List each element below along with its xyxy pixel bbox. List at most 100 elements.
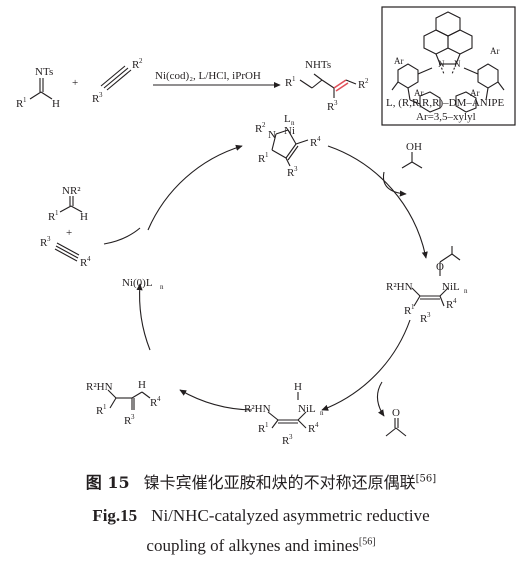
right-complex-o: O — [436, 261, 444, 273]
right-complex-r3-sup: 3 — [427, 311, 431, 319]
caption-chinese: 图 15 镍卡宾催化亚胺和炔的不对称还原偶联[56] — [0, 469, 522, 493]
left-alkyne-r3: R — [40, 237, 48, 249]
ligand-ar-1: Ar — [394, 56, 404, 66]
caption-en-ref: [56] — [358, 536, 376, 548]
bottom-complex-r2hn: R²HN — [244, 403, 271, 415]
right-complex-r1: R — [404, 305, 412, 317]
bottom-complex-structure — [267, 392, 307, 429]
product-r3-sup: 3 — [334, 99, 338, 107]
top-complex-l-sub: n — [291, 119, 295, 127]
ni0-catalyst-sub: n — [160, 283, 164, 291]
ligand-n-left: N — [438, 59, 445, 69]
bottom-complex-h: H — [294, 381, 302, 393]
cycle-product-r1-sup: 1 — [103, 403, 107, 411]
top-complex-ni: Ni — [284, 125, 295, 137]
left-alkyne-r4-sup: 4 — [87, 255, 91, 263]
bottom-complex-r3: R — [282, 435, 290, 447]
bottom-complex-r1: R — [258, 423, 266, 435]
alkyne-r2-sup: 2 — [139, 57, 143, 65]
left-imine-structure — [59, 196, 83, 213]
alkyne-r3-sup: 3 — [99, 91, 103, 99]
bottom-complex-r4: R — [308, 423, 316, 435]
product-r1-sup: 1 — [292, 75, 296, 83]
caption-cn-ref: [56] — [415, 473, 437, 485]
right-complex-nil: NiL — [442, 281, 460, 293]
top-complex-r1-sup: 1 — [265, 151, 269, 159]
bottom-complex-r4-sup: 4 — [315, 421, 319, 429]
ligand-ar-3: Ar — [414, 88, 424, 98]
alkyne-r2: R — [132, 59, 140, 71]
reaction-conditions: Ni(cod)₂, L/HCl, iPrOH — [155, 70, 261, 82]
ni0-catalyst: Ni(0)L — [122, 277, 153, 289]
caption-english-line1: Fig.15 Ni/NHC-catalyzed asymmetric reduct… — [0, 506, 522, 526]
right-complex-r4: R — [446, 299, 454, 311]
bottom-complex-r1-sup: 1 — [265, 421, 269, 429]
ligand-ar-def: Ar=3,5–xylyl — [416, 111, 476, 123]
product-r3: R — [327, 101, 335, 113]
left-imine-h: H — [80, 211, 88, 223]
alkyne-r3: R — [92, 93, 100, 105]
imine-substrate — [29, 78, 53, 100]
right-complex-r4-sup: 4 — [453, 297, 457, 305]
imine-h: H — [52, 98, 60, 110]
cycle-product-r2hn: R²HN — [86, 381, 113, 393]
top-complex-l: L — [284, 113, 291, 125]
product-nhts: NHTs — [305, 59, 331, 71]
left-alkyne-r3-sup: 3 — [47, 235, 51, 243]
right-complex-nil-sub: n — [464, 287, 468, 295]
cycle-product-r4-sup: 4 — [157, 395, 161, 403]
left-alkyne-structure — [54, 242, 80, 262]
ipa-oh: OH — [406, 141, 422, 153]
top-complex-r4: R — [310, 137, 318, 149]
imine-n: N — [35, 66, 43, 78]
left-imine-r1-sup: 1 — [55, 209, 59, 217]
ligand-ar-2: Ar — [490, 46, 500, 56]
bottom-complex-nil: NiL — [298, 403, 316, 415]
cycle-product-r3-sup: 3 — [131, 413, 135, 421]
top-complex-r4-sup: 4 — [317, 135, 321, 143]
left-imine-nr2: NR² — [62, 185, 81, 197]
product-r2-sup: 2 — [365, 77, 369, 85]
left-imine-r1: R — [48, 211, 56, 223]
ligand-n-right: N — [454, 59, 461, 69]
imine-r1-sup: 1 — [23, 96, 27, 104]
caption-en-line1: Ni/NHC-catalyzed asymmetric reductive — [151, 506, 430, 525]
imine-ts: Ts — [43, 66, 53, 78]
caption-en-label: Fig.15 — [92, 506, 138, 525]
top-complex-r3: R — [287, 167, 295, 179]
ligand-name: L, (R,R,R,R)–DM–ANIPE — [386, 97, 505, 109]
right-complex-structure — [411, 246, 461, 307]
right-complex-r1-sup: 1 — [411, 303, 415, 311]
caption-en-line2: coupling of alkynes and imines — [146, 536, 359, 555]
caption-cn-label: 图 15 — [85, 473, 130, 492]
left-alkyne-r4: R — [80, 257, 88, 269]
caption-cn-text: 镍卡宾催化亚胺和炔的不对称还原偶联 — [143, 473, 416, 492]
bottom-complex-r3-sup: 3 — [289, 433, 293, 441]
top-complex-r2-sup: 2 — [262, 121, 266, 129]
left-plus: + — [66, 227, 72, 239]
cycle-product-r4: R — [150, 397, 158, 409]
ipa-structure — [401, 152, 423, 169]
top-complex-r1: R — [258, 153, 266, 165]
reaction-plus: + — [72, 77, 78, 89]
cycle-product-structure — [107, 389, 151, 410]
right-complex-r3: R — [420, 313, 428, 325]
top-complex-structure — [271, 129, 309, 167]
cycle-product-h: H — [138, 379, 146, 391]
ligand-ar-4: Ar — [470, 88, 480, 98]
ligand-structure — [391, 11, 505, 113]
product-r1: R — [285, 77, 293, 89]
top-complex-r3-sup: 3 — [294, 165, 298, 173]
alkyne-substrate — [100, 65, 132, 91]
acetone-o: O — [392, 407, 400, 419]
acetone-structure — [385, 418, 407, 437]
product-r2: R — [358, 79, 366, 91]
cycle-arcs — [103, 144, 428, 417]
top-complex-n: N — [268, 129, 276, 141]
caption-english-line2: coupling of alkynes and imines[56] — [0, 536, 522, 556]
imine-r1: R — [16, 98, 24, 110]
top-complex-r2: R — [255, 123, 263, 135]
bottom-complex-nil-sub: n — [320, 409, 324, 417]
cycle-product-r1: R — [96, 405, 104, 417]
